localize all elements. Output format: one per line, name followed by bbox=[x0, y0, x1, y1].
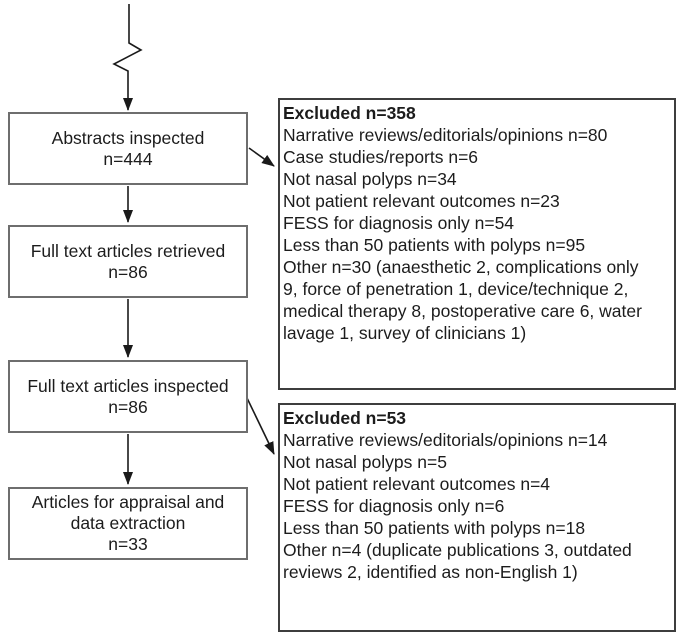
abstracts-inspected-count: n=444 bbox=[103, 148, 153, 169]
excluded1-title: Excluded n=358 bbox=[283, 103, 416, 123]
excluded2-item: FESS for diagnosis only n=6 bbox=[283, 496, 505, 516]
excluded2-item: Less than 50 patients with polyps n=18 bbox=[283, 518, 586, 538]
excluded2-item: Not patient relevant outcomes n=4 bbox=[283, 474, 551, 494]
excluded-fulltext-box: Excluded n=53 Narrative reviews/editoria… bbox=[278, 403, 676, 632]
excluded1-item: Not nasal polyps n=34 bbox=[283, 169, 457, 189]
fulltext-retrieved-box: Full text articles retrieved n=86 bbox=[8, 225, 248, 298]
fulltext-inspected-label: Full text articles inspected bbox=[27, 375, 229, 396]
appraisal-label-line2: data extraction bbox=[70, 513, 186, 533]
excluded1-item: FESS for diagnosis only n=54 bbox=[283, 213, 515, 233]
excluded1-item: Other n=30 (anaesthetic 2, complications… bbox=[283, 257, 642, 343]
abstracts-inspected-box: Abstracts inspected n=444 bbox=[8, 112, 248, 185]
fulltext-retrieved-count: n=86 bbox=[108, 261, 148, 282]
fulltext-inspected-count: n=86 bbox=[108, 396, 148, 417]
excluded-abstracts-box: Excluded n=358 Narrative reviews/editori… bbox=[278, 98, 676, 390]
appraisal-label-line1: Articles for appraisal and bbox=[31, 492, 225, 512]
excluded1-item: Narrative reviews/editorials/opinions n=… bbox=[283, 125, 608, 145]
excluded2-item: Not nasal polyps n=5 bbox=[283, 452, 447, 472]
excluded1-item: Less than 50 patients with polyps n=95 bbox=[283, 235, 586, 255]
fulltext-retrieved-label: Full text articles retrieved bbox=[30, 240, 226, 261]
arrow-abstracts-to-excluded1 bbox=[248, 147, 275, 167]
appraisal-extraction-box: Articles for appraisal and data extracti… bbox=[8, 487, 248, 560]
break-arrow-into-abstracts bbox=[112, 4, 143, 111]
excluded2-item: Other n=4 (duplicate publications 3, out… bbox=[283, 540, 632, 582]
fulltext-inspected-box: Full text articles inspected n=86 bbox=[8, 360, 248, 433]
appraisal-count: n=33 bbox=[108, 534, 148, 554]
abstracts-inspected-label: Abstracts inspected bbox=[51, 127, 205, 148]
excluded1-item: Case studies/reports n=6 bbox=[283, 147, 479, 167]
excluded2-item: Narrative reviews/editorials/opinions n=… bbox=[283, 430, 608, 450]
excluded2-title: Excluded n=53 bbox=[283, 408, 407, 428]
excluded1-item: Not patient relevant outcomes n=23 bbox=[283, 191, 560, 211]
arrow-inspected-to-excluded2 bbox=[246, 397, 275, 455]
